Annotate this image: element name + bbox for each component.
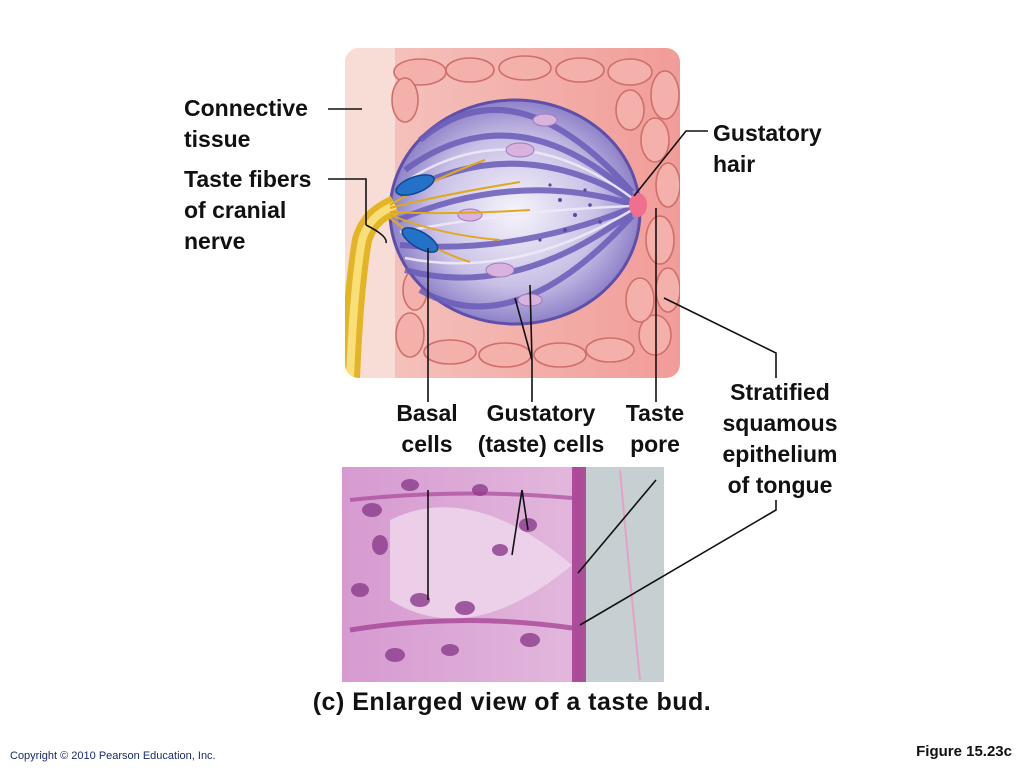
taste-bud-illustration <box>345 48 680 378</box>
leader-stratified-epithelium-bottom <box>579 500 777 626</box>
leader-gustatory-cells-top <box>514 284 533 402</box>
leader-taste-fibers <box>328 178 387 244</box>
speckles <box>538 183 602 242</box>
leader-stratified-epithelium <box>663 297 777 378</box>
label-stratified-epithelium: Stratified squamous epithelium of tongue <box>722 379 838 498</box>
gustatory-cells <box>396 106 635 310</box>
epithelium-edge <box>572 467 586 682</box>
taste-pore-shape <box>629 193 647 217</box>
label-gustatory-hair: Gustatory hair <box>713 120 822 177</box>
figure-caption: (c) Enlarged view of a taste bud. <box>312 688 712 716</box>
leader-lines <box>328 108 777 626</box>
leader-gustatory-cells-bottom <box>511 489 529 556</box>
epithelial-cells <box>391 55 680 368</box>
micrograph <box>342 467 664 682</box>
taste-bud-section <box>390 507 572 619</box>
basal-cells <box>395 174 439 253</box>
label-gustatory-cells: Gustatory (taste) cells <box>477 400 605 457</box>
copyright-notice: Copyright © 2010 Pearson Education, Inc. <box>10 750 216 762</box>
label-taste-pore: Taste pore <box>625 400 685 457</box>
leader-gustatory-hair <box>633 130 708 197</box>
leader-taste-pore-bottom <box>577 479 657 574</box>
label-basal-cells: Basal cells <box>396 400 458 457</box>
label-connective-tissue: Connective tissue <box>184 95 308 152</box>
micrograph-nuclei <box>351 479 540 662</box>
figure-number: Figure 15.23c <box>916 743 1012 760</box>
label-taste-fibers: Taste fibers of cranial nerve <box>184 166 312 254</box>
